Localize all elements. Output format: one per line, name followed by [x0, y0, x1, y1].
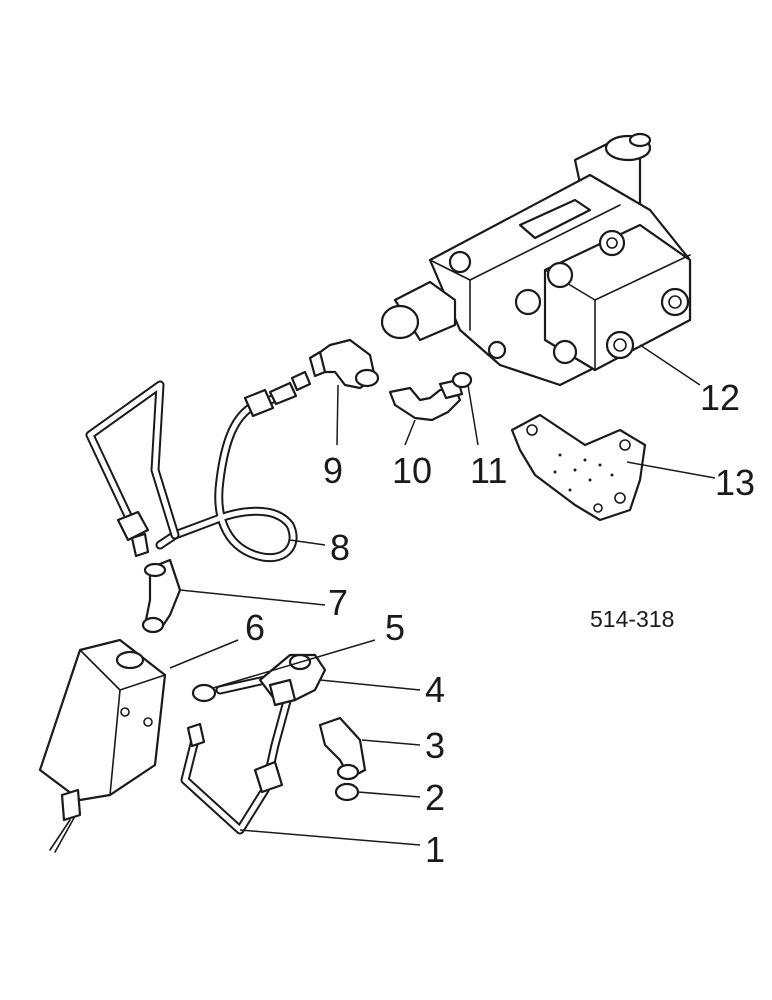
- callout-3: 3: [425, 725, 445, 766]
- elbow-fitting-3: [318, 716, 367, 781]
- callout-8: 8: [330, 527, 350, 568]
- tube-1: [180, 685, 295, 835]
- callout-11: 11: [470, 450, 507, 491]
- callout-6: 6: [245, 607, 265, 648]
- callout-12: 12: [700, 377, 740, 418]
- o-ring-5: [191, 683, 217, 703]
- callout-9: 9: [323, 450, 343, 491]
- callout-1: 1: [425, 829, 445, 870]
- callout-13: 13: [715, 462, 755, 503]
- o-ring-11: [451, 371, 473, 389]
- loop-tube: [85, 370, 312, 563]
- callout-4: 4: [425, 669, 445, 710]
- callout-2: 2: [425, 777, 445, 818]
- pressure-switch: [38, 638, 167, 853]
- diagram-reference-code: 514-318: [590, 606, 674, 632]
- control-valve-body: [380, 132, 692, 387]
- gasket: [510, 413, 647, 522]
- elbow-fitting-4: [215, 653, 327, 707]
- leader-lines: [169, 344, 716, 846]
- callout-10: 10: [392, 450, 432, 491]
- o-ring-2: [334, 782, 360, 802]
- callout-7: 7: [328, 582, 348, 623]
- elbow-fitting-7: [141, 558, 182, 634]
- callout-5: 5: [385, 607, 405, 648]
- elbow-fitting-9: [308, 338, 380, 390]
- elbow-fitting-10: [388, 378, 464, 422]
